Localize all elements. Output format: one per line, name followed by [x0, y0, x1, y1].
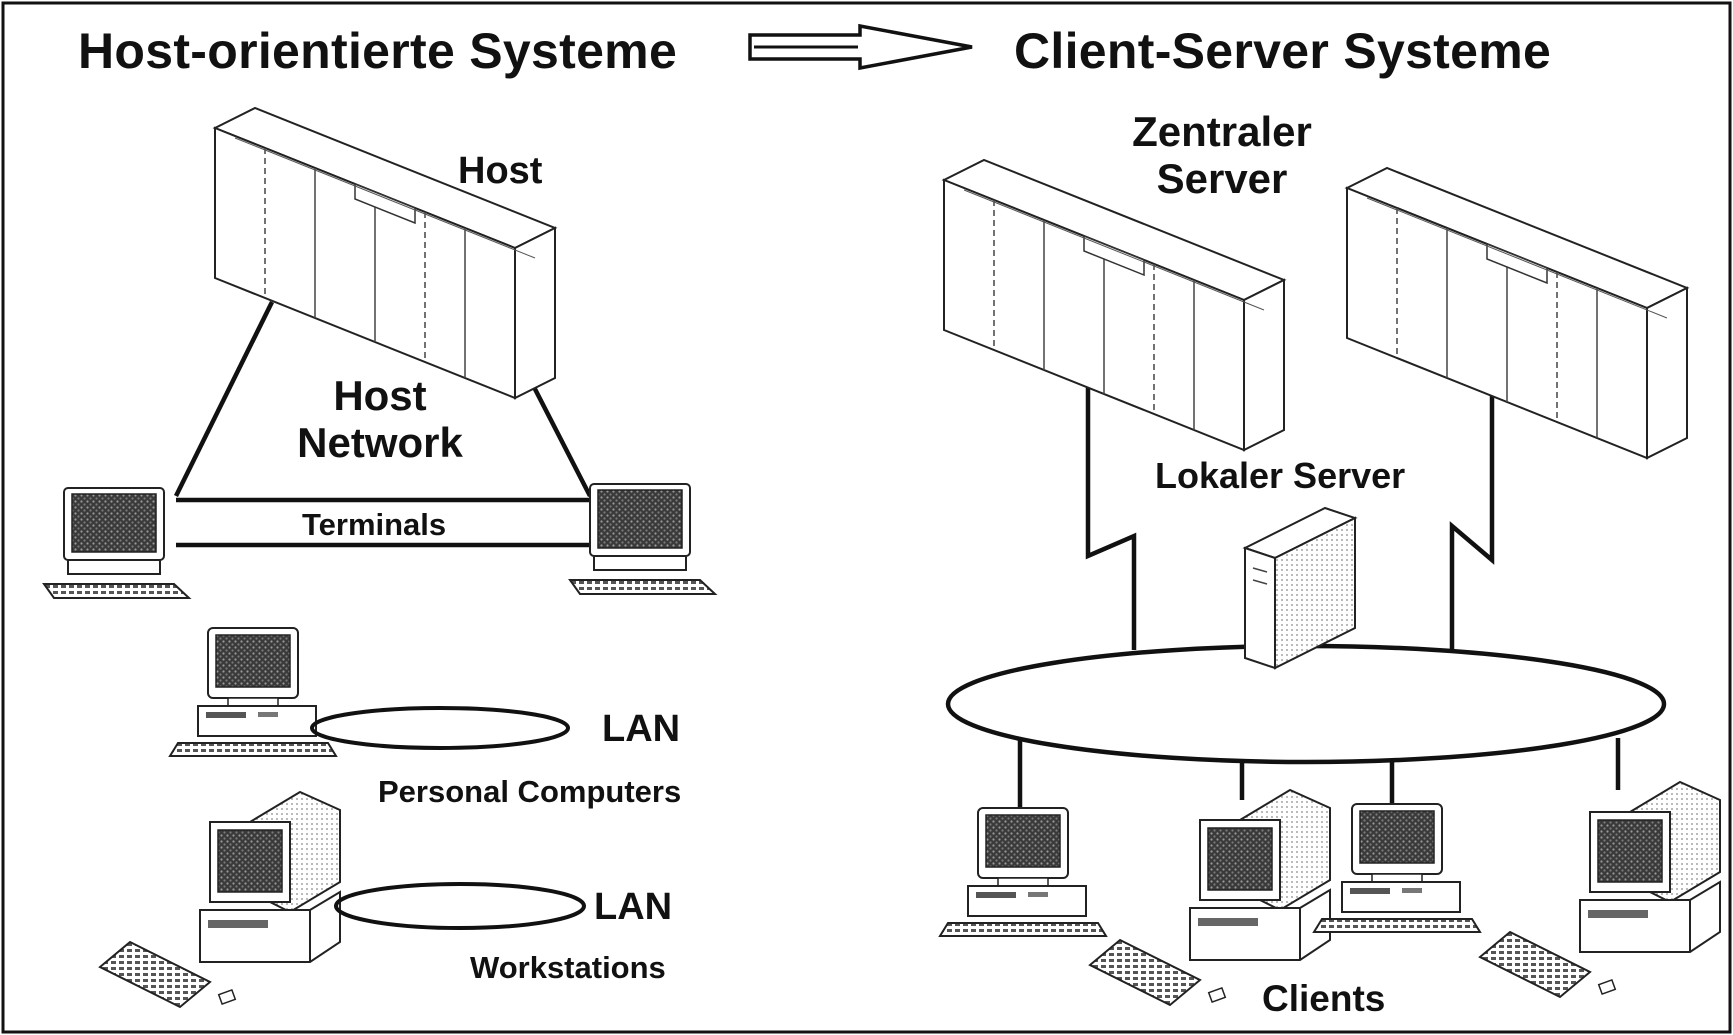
workstation-icon [1089, 789, 1331, 1006]
local-server-label: Lokaler Server [1155, 455, 1406, 496]
central-server-line2: Server [1156, 155, 1288, 203]
pc-caption: Personal Computers [378, 774, 682, 809]
mainframe-icon [943, 159, 1285, 451]
lan-ws-label: LAN [594, 886, 673, 928]
ws-caption: Workstations [470, 950, 666, 985]
right-title: Client-Server Systeme [1014, 23, 1552, 79]
lan-ring-workstations [334, 882, 586, 930]
lan-ring-clients [945, 643, 1667, 765]
client-drops [1017, 738, 1621, 810]
central-server-line1: Zentraler [1132, 108, 1312, 155]
lan-ring-pcs [310, 706, 570, 750]
personal-computer-icon [1313, 803, 1481, 933]
lan-pc-label: LAN [602, 708, 681, 750]
workstation-icon [99, 791, 341, 1008]
host-label: Host [458, 150, 543, 192]
clients-label: Clients [1262, 978, 1386, 1019]
wan-links [1085, 350, 1495, 650]
personal-computer-icon [939, 807, 1107, 937]
mainframe-icon [1346, 167, 1688, 459]
terminal-icon [569, 483, 716, 595]
host-network-line1: Host [333, 372, 427, 419]
workstation-icon [1479, 781, 1721, 998]
terminal-icon [43, 487, 190, 599]
arrow-right-icon [748, 23, 973, 71]
host-network-label: Host Network [297, 372, 463, 466]
host-network-line2: Network [297, 419, 463, 467]
personal-computer-icon [169, 627, 337, 757]
terminals-label: Terminals [302, 507, 447, 542]
left-title: Host-orientierte Systeme [78, 23, 678, 79]
central-server-label: Zentraler Server [1132, 108, 1312, 202]
